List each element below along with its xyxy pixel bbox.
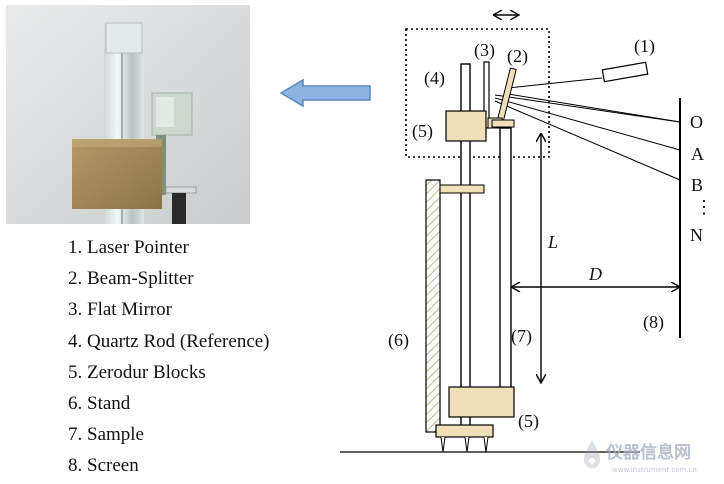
label-laser: (1) [634, 36, 655, 57]
sample-rod [499, 127, 512, 391]
splitter-mount [491, 119, 515, 128]
watermark-brand: 仪器信息网 [605, 442, 691, 463]
screen-mark-ellipsis: ⋮ [695, 197, 713, 217]
stand-feet [440, 436, 489, 453]
label-distance: D [588, 264, 602, 284]
legend-item-beam-splitter: 2. Beam-Splitter [68, 268, 194, 290]
apparatus-photo [6, 5, 250, 224]
label-stand: (6) [388, 330, 409, 351]
watermark-url: www.instrument.com.cn [612, 466, 697, 474]
legend-item-laser-pointer: 1. Laser Pointer [68, 237, 189, 258]
label-screen: (8) [643, 312, 664, 333]
label-mirror: (3) [474, 40, 495, 61]
stand-base [435, 424, 494, 438]
label-quartz: (4) [424, 68, 445, 89]
screen-mark-n: N [690, 225, 703, 245]
label-length: L [547, 232, 558, 252]
laser-beam [507, 77, 603, 89]
laser-pointer [601, 61, 649, 83]
label-sample: (7) [511, 326, 532, 347]
stand-post [425, 179, 441, 433]
reflected-beams [494, 93, 681, 181]
direction-arrow [279, 78, 371, 108]
legend-item-zerodur-blocks: 5. Zerodur Blocks [68, 361, 206, 383]
beam-splitter [497, 67, 517, 121]
legend-item-quartz-rod: 4. Quartz Rod (Reference) [68, 330, 270, 352]
watermark-logo-icon [584, 440, 600, 468]
screen-mark-b: B [691, 175, 703, 195]
zerodur-block-top [445, 110, 487, 142]
label-block-top: (5) [412, 121, 433, 142]
screen-mark-a: A [691, 144, 704, 164]
component-legend: 1. Laser Pointer 2. Beam-Splitter 3. Fla… [68, 232, 270, 482]
legend-item-stand: 6. Stand [68, 393, 131, 415]
label-splitter: (2) [507, 46, 528, 67]
legend-item-screen: 8. Screen [68, 455, 139, 477]
detail-region-box [405, 28, 550, 158]
label-block-bottom: (5) [518, 411, 539, 432]
zerodur-block-bottom [448, 386, 515, 418]
watermark: 仪器信息网 www.instrument.com.cn [584, 440, 697, 474]
legend-item-flat-mirror: 3. Flat Mirror [68, 299, 172, 321]
screen-mark-o: O [690, 112, 703, 132]
stand-arm [439, 184, 485, 194]
legend-item-sample: 7. Sample [68, 424, 144, 446]
